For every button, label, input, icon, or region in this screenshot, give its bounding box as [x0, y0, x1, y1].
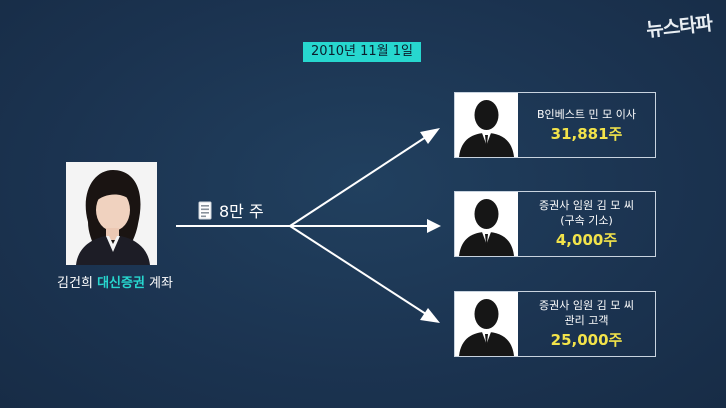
recipient-2-shares: 4,000주	[555, 231, 618, 249]
person-silhouette-icon	[455, 192, 518, 256]
broker-name: 대신증권	[97, 276, 145, 291]
source-caption: 김건희 대신증권 계좌	[55, 272, 175, 291]
recipient-card-1: B인베스트 민 모 이사 31,881주	[454, 92, 656, 158]
arrowhead-3	[420, 308, 440, 323]
recipient-photo-2	[455, 192, 518, 256]
recipient-3-shares: 25,000주	[550, 331, 623, 349]
woman-portrait-icon	[66, 162, 157, 265]
source-portrait	[66, 162, 157, 265]
account-label: 계좌	[149, 276, 173, 291]
document-stack-icon	[198, 201, 212, 219]
recipient-3-title: 증권사 임원 김 모 씨	[539, 299, 634, 312]
recipient-photo-1	[455, 93, 518, 157]
recipient-1-title: B인베스트 민 모 이사	[537, 107, 636, 121]
source-name: 김건희	[57, 276, 93, 291]
transfer-amount: 8만 주	[219, 202, 264, 221]
date-badge: 2010년 11월 1일	[303, 42, 421, 62]
recipient-photo-3	[455, 292, 518, 356]
recipient-3-note: 관리 고객	[564, 314, 609, 327]
recipient-card-2: 증권사 임원 김 모 씨 (구속 기소) 4,000주	[454, 191, 656, 257]
arrowhead-1	[420, 128, 440, 144]
arrowhead-2	[427, 219, 441, 233]
person-silhouette-icon	[455, 93, 518, 157]
recipient-2-title: 증권사 임원 김 모 씨	[539, 199, 634, 212]
recipient-1-shares: 31,881주	[550, 124, 623, 143]
person-silhouette-icon	[455, 292, 518, 356]
arrow-line-3	[289, 225, 430, 317]
recipient-card-3: 증권사 임원 김 모 씨 관리 고객 25,000주	[454, 291, 656, 357]
transfer-label: 8만 주	[198, 198, 264, 222]
arrow-line-1	[289, 134, 430, 227]
recipient-2-note: (구속 기소)	[560, 214, 613, 227]
